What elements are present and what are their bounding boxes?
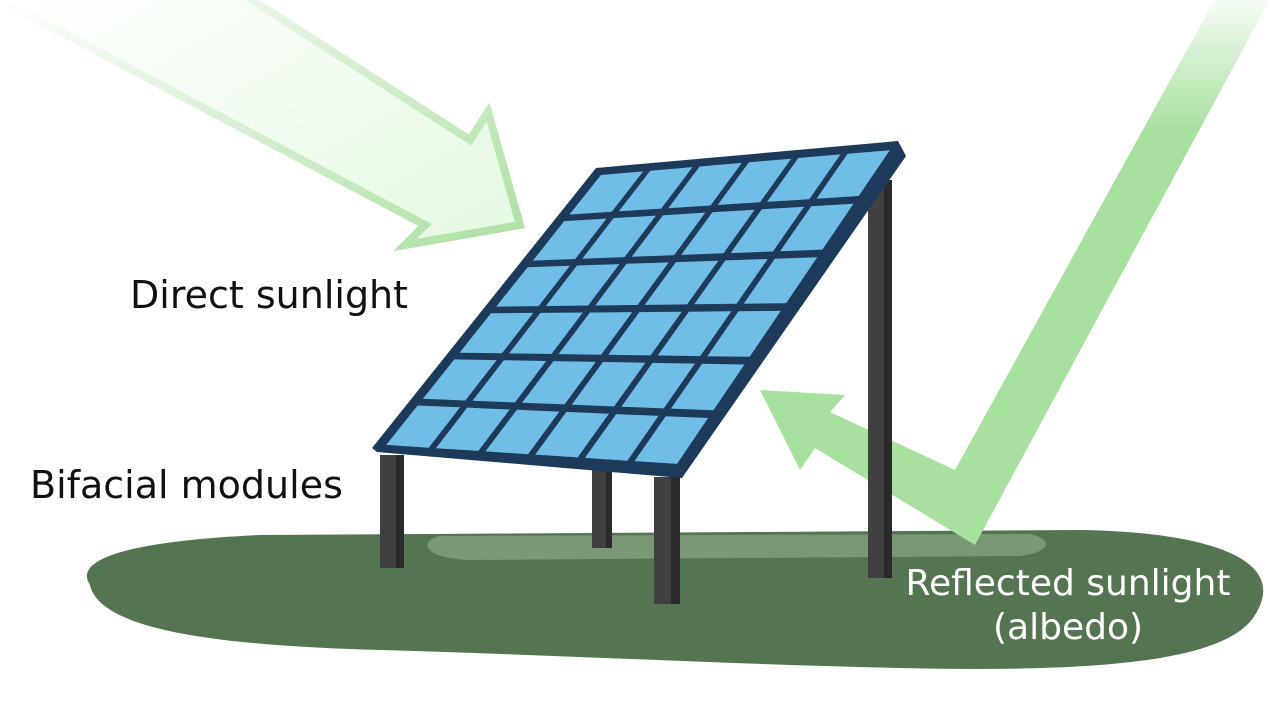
reflected-sunlight-line2: (albedo) [992, 607, 1144, 648]
panel-cell [422, 359, 497, 401]
panel-cell [694, 259, 768, 305]
panel-cell [780, 203, 854, 252]
panel-cell [644, 260, 719, 305]
panel-cell [459, 312, 534, 354]
panel-cell [509, 312, 583, 354]
ground-highlight [427, 534, 1047, 560]
bifacial-modules-label: Bifacial modules [30, 463, 343, 507]
panel-posts-back [592, 180, 892, 578]
panel-cell [532, 218, 607, 261]
panel-cell [472, 360, 547, 403]
panel-cell [582, 215, 656, 259]
panel-cell [608, 311, 682, 356]
panel-cell [717, 158, 792, 205]
panel-cell [569, 171, 644, 215]
panel-cell [595, 262, 669, 306]
panel-cell [535, 411, 609, 458]
panel-cell [631, 212, 706, 257]
panel-cell [571, 362, 646, 407]
panel-cell [657, 311, 732, 357]
panel-cell [621, 362, 695, 409]
panel-cell [670, 363, 745, 411]
panel-cell [558, 312, 633, 355]
panel-cell [435, 407, 510, 451]
panel-posts-front [380, 455, 680, 604]
panel-cell [584, 414, 659, 461]
panel-cell [634, 416, 709, 464]
panel-cell [485, 409, 560, 455]
reflected-sunlight-arrow-icon [760, 0, 1270, 545]
panel-cell [496, 265, 570, 307]
panel-cell [743, 257, 818, 304]
panel-cell [618, 167, 693, 212]
panel-cell [681, 209, 755, 255]
direct-sunlight-arrow-icon [0, 0, 526, 252]
reflected-sunlight-label: Reflected sunlight (albedo) [898, 562, 1238, 650]
panel-cell [668, 162, 742, 209]
solar-panel-icon [372, 141, 906, 478]
panel-cell [386, 405, 461, 448]
panel-cell [522, 361, 596, 405]
reflected-sunlight-line1: Reflected sunlight [905, 563, 1231, 604]
panel-cell [707, 310, 781, 357]
panel-cell [730, 206, 805, 254]
direct-sunlight-label: Direct sunlight [130, 273, 409, 317]
panel-cell [767, 154, 841, 202]
panel-cell [545, 264, 620, 307]
panel-cell [816, 150, 890, 199]
